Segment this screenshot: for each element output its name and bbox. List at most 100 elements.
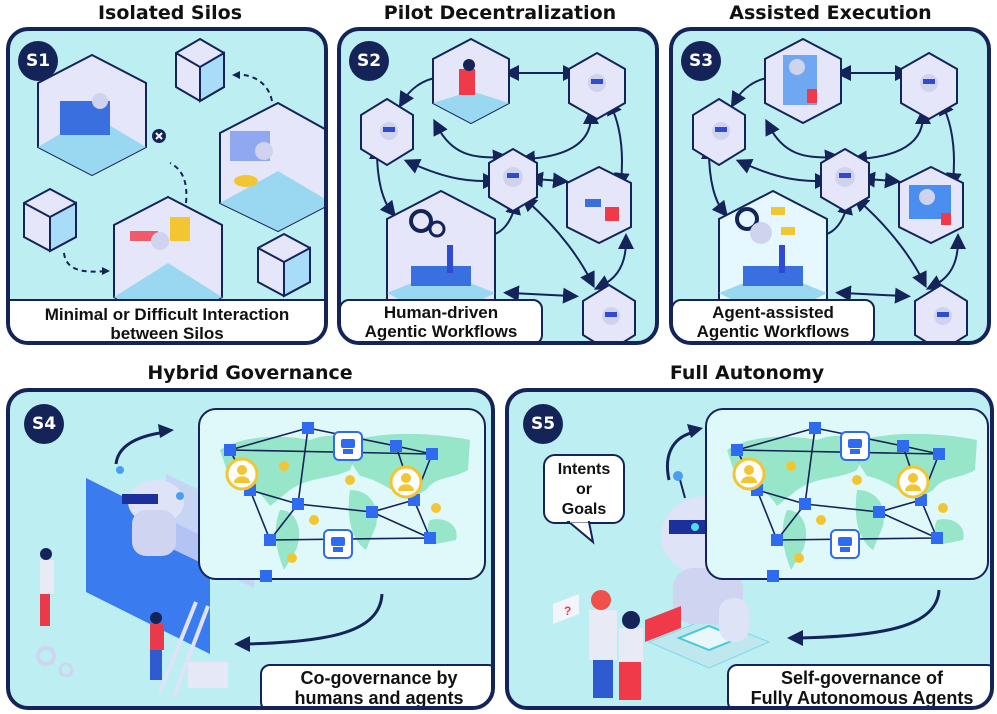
ai-chip-robot-illustration	[553, 471, 771, 700]
network-hub-node	[309, 515, 319, 525]
stage-badge: S1	[18, 41, 58, 81]
network-link	[249, 489, 299, 505]
caption-line: Self-governance of	[780, 668, 944, 688]
dashed-arrow	[63, 252, 107, 273]
human-worker-node	[566, 165, 632, 245]
agent-assisted-engineer-node	[718, 189, 828, 331]
network-node	[292, 498, 304, 510]
stage-badge: S5	[523, 404, 563, 444]
stage-1-caption: Minimal or Difficult Interaction between…	[10, 299, 324, 343]
flow-arrow	[666, 430, 696, 481]
agent-node	[568, 51, 626, 121]
empty-silo-cube	[23, 187, 77, 253]
intents-speech-bubble: Intents or Goals	[543, 454, 625, 524]
human-user-icon	[389, 465, 423, 499]
network-hub-node	[938, 503, 948, 513]
speech-line: Intents	[557, 461, 611, 478]
network-node	[390, 440, 402, 452]
network-link	[878, 499, 922, 513]
caption-line: humans and agents	[294, 688, 464, 708]
blocked-x-icon	[152, 129, 166, 143]
agent-robot-icon	[323, 529, 353, 559]
network-node	[897, 440, 909, 452]
human-user-icon	[896, 465, 930, 499]
network-hub-node	[786, 461, 796, 471]
central-agent-node	[488, 147, 538, 213]
stage-2-panel: S2 Human-driven Agentic Workflows	[337, 27, 659, 345]
agent-node	[360, 97, 414, 167]
network-link	[756, 489, 778, 541]
network-node	[731, 444, 743, 456]
silo-room-laptop	[37, 53, 147, 177]
caption-line: Agentic Workflows	[696, 322, 850, 341]
caption-line: Co-governance by	[300, 668, 458, 688]
stage-badge: S2	[349, 41, 389, 81]
stage-5-panel: ? Intents or Goals S5 Self-governance of…	[505, 388, 994, 710]
caption-line: Agent-assisted	[712, 303, 834, 322]
stage-3-title: Assisted Execution	[729, 2, 932, 24]
network-link	[736, 427, 816, 451]
stage-1-panel: S1 Minimal or Difficult Interaction betw…	[6, 27, 328, 345]
flow-arrow	[114, 430, 167, 465]
agent-robot-icon	[840, 431, 870, 461]
network-node	[933, 448, 945, 460]
network-hub-node	[852, 475, 862, 485]
silo-room-finance	[219, 101, 324, 233]
caption-line: Human-driven	[383, 303, 499, 322]
engineer-node	[386, 189, 496, 331]
agent-robot-icon	[830, 529, 860, 559]
network-node	[767, 570, 779, 582]
network-node	[260, 570, 272, 582]
network-link	[371, 499, 415, 513]
caption-line: between Silos	[110, 324, 224, 343]
network-node	[799, 498, 811, 510]
network-node	[873, 506, 885, 518]
network-link	[920, 499, 938, 539]
network-link	[297, 503, 373, 513]
network-node	[264, 534, 276, 546]
network-hub-node	[794, 553, 804, 563]
stage-4-panel: S4 Co-governance by humans and agents	[6, 388, 495, 710]
speech-line: or	[576, 481, 592, 498]
stage-3-network	[692, 37, 968, 341]
speech-line: Goals	[561, 501, 607, 518]
network-link	[736, 449, 940, 455]
network-link	[229, 449, 433, 455]
network-node	[302, 422, 314, 434]
network-node	[224, 444, 236, 456]
network-hub-node	[431, 503, 441, 513]
network-node	[771, 534, 783, 546]
governance-map	[705, 408, 989, 582]
network-link	[297, 427, 309, 505]
network-link	[878, 511, 938, 539]
governance-map	[198, 408, 486, 582]
human-workspace-node	[432, 37, 510, 125]
agent-assisted-worker-node	[898, 165, 964, 245]
central-agent-node	[820, 147, 870, 213]
agent-node	[582, 283, 636, 341]
network-link	[413, 499, 431, 539]
network-node	[931, 532, 943, 544]
caption-line: Agentic Workflows	[364, 322, 518, 341]
human-user-icon	[225, 457, 259, 491]
network-node	[366, 506, 378, 518]
caption-line: Minimal or Difficult Interaction	[44, 305, 290, 324]
agent-assisted-human-node	[764, 37, 842, 125]
network-hub-node	[279, 461, 289, 471]
agent-node	[692, 97, 746, 167]
stage-1-illustration	[23, 37, 324, 327]
network-link	[756, 489, 806, 505]
stage-3-panel: S3 Agent-assisted Agentic Workflows	[669, 27, 991, 345]
agent-robot-icon	[333, 431, 363, 461]
caption-line: Fully Autonomous Agents	[750, 688, 974, 708]
agent-node	[914, 283, 968, 341]
agent-human-network-map	[727, 422, 977, 582]
network-node	[424, 532, 436, 544]
agent-human-network-map	[220, 422, 470, 582]
stage-badge: S4	[24, 404, 64, 444]
stage-5-caption: Self-governance of Fully Autonomous Agen…	[727, 664, 990, 708]
human-user-icon	[732, 457, 766, 491]
network-hub-node	[287, 553, 297, 563]
flow-arrow	[798, 589, 941, 640]
network-link	[229, 427, 309, 451]
